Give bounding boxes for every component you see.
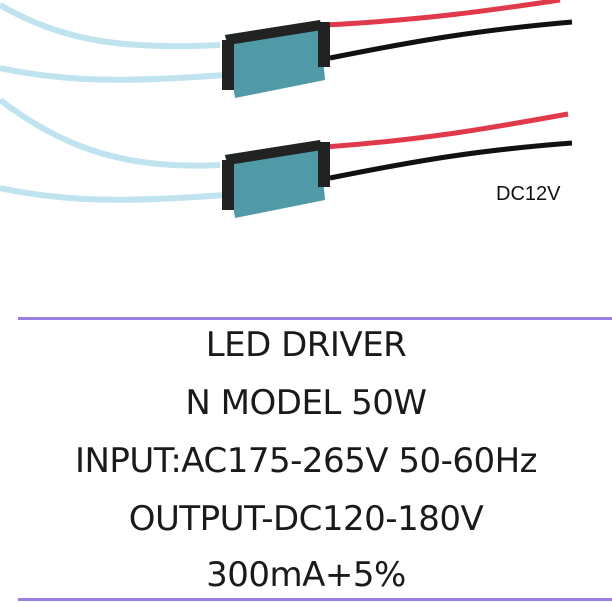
spec-input: INPUT:AC175-265V 50-60Hz <box>74 441 538 481</box>
voltage-label: DC12V <box>496 183 561 205</box>
divider-top <box>18 317 612 320</box>
spec-title: LED DRIVER <box>205 325 407 365</box>
spec-model: N MODEL 50W <box>185 383 427 423</box>
spec-current: 300mA+5% <box>206 555 406 595</box>
led-driver-module-bottom <box>0 97 573 218</box>
spec-output: OUTPUT-DC120-180V <box>128 499 484 539</box>
led-driver-module-top <box>0 0 573 98</box>
led-driver-product-photo <box>0 0 573 218</box>
divider-bottom <box>18 598 612 601</box>
